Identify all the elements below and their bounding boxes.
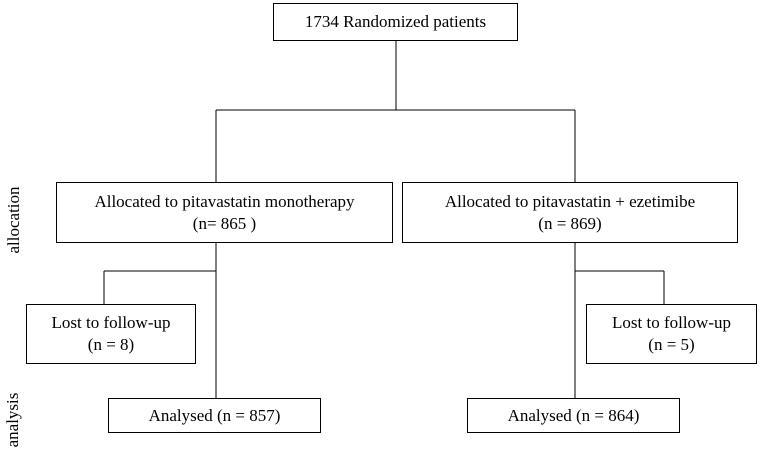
lost-combo-box: Lost to follow-up (n = 5) xyxy=(586,304,757,364)
lost-mono-count: (n = 8) xyxy=(87,335,135,354)
analysed-mono-text: Analysed (n = 857) xyxy=(148,405,281,425)
lost-combo-count: (n = 5) xyxy=(648,335,695,354)
allocation-combo-count: (n = 869) xyxy=(538,213,602,233)
section-label-analysis: analysis xyxy=(3,392,22,448)
randomized-text: 1734 Randomized patients xyxy=(304,12,487,31)
analysed-combo-text: Analysed (n = 864) xyxy=(507,405,640,425)
lost-mono-title: Lost to follow-up xyxy=(51,313,171,332)
allocation-mono-box: Allocated to pitavastatin monotherapy (n… xyxy=(56,182,393,243)
section-label-allocation: allocation xyxy=(4,186,23,254)
analysed-combo-box: Analysed (n = 864) xyxy=(467,398,680,433)
randomized-box: 1734 Randomized patients xyxy=(273,3,518,41)
lost-mono-box: Lost to follow-up (n = 8) xyxy=(26,304,196,364)
allocation-mono-count: (n= 865 ) xyxy=(192,213,257,233)
lost-combo-title: Lost to follow-up xyxy=(612,313,731,332)
allocation-mono-title: Allocated to pitavastatin monotherapy xyxy=(94,191,355,211)
allocation-combo-title: Allocated to pitavastatin + ezetimibe xyxy=(444,191,696,211)
allocation-combo-box: Allocated to pitavastatin + ezetimibe (n… xyxy=(402,182,738,243)
analysed-mono-box: Analysed (n = 857) xyxy=(108,398,321,433)
